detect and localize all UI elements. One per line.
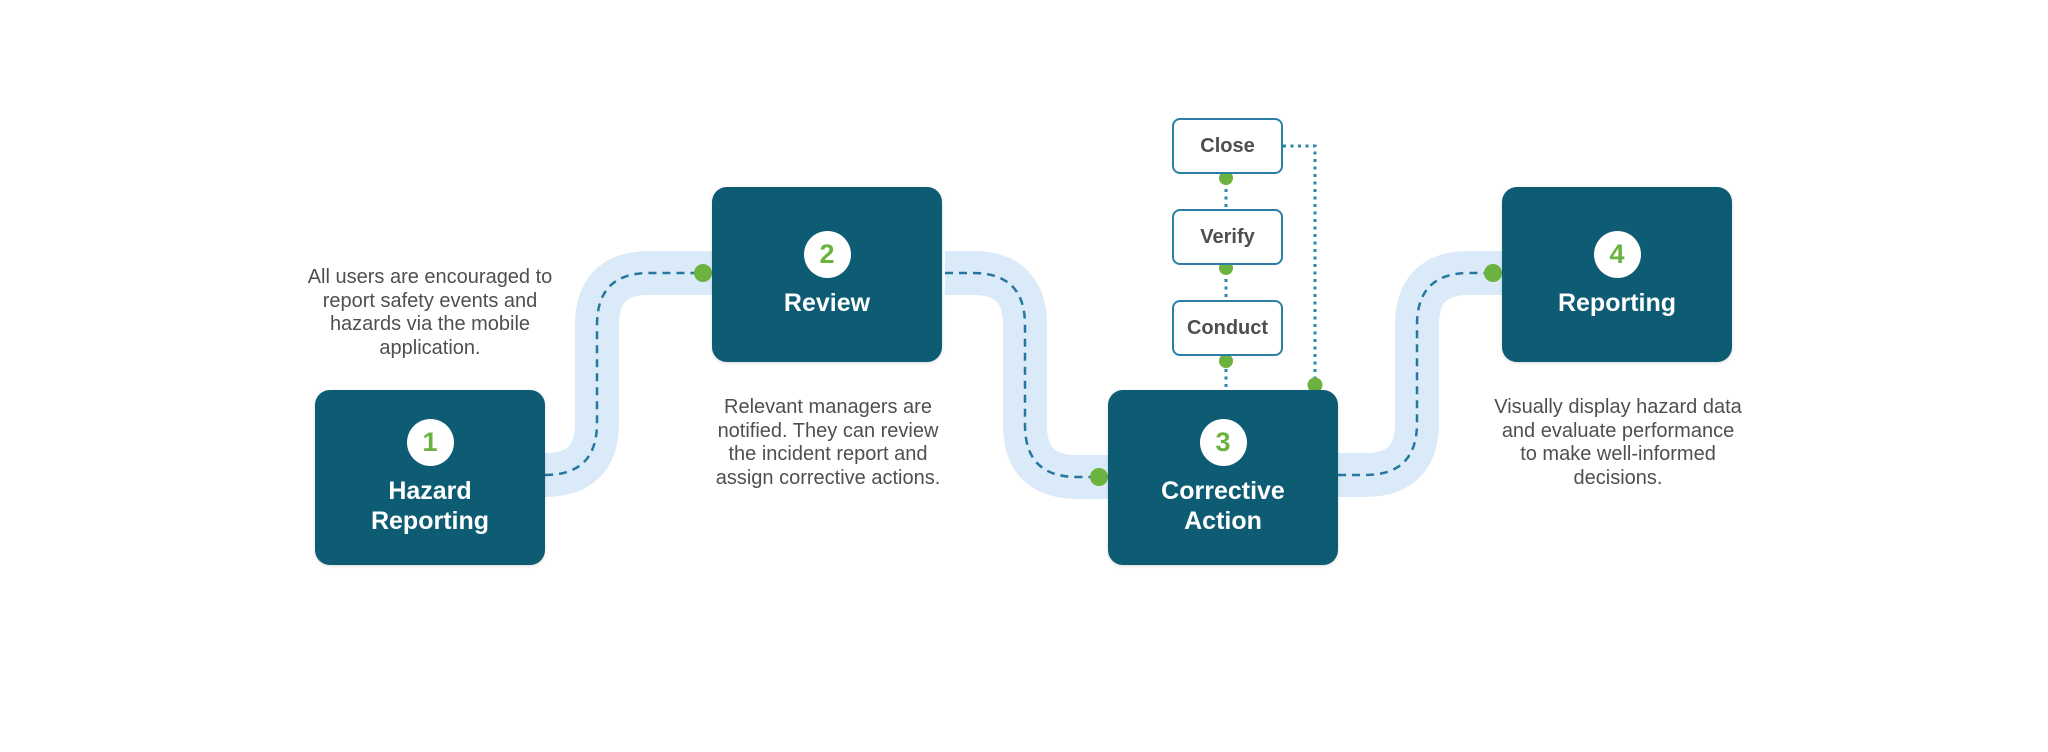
- step-description-hazard-reporting: All users are encouraged to report safet…: [307, 266, 553, 359]
- step-box-hazard-reporting: 1 Hazard Reporting: [315, 390, 545, 565]
- substep-box-verify: Verify: [1172, 209, 1283, 265]
- step-title: Reporting: [1557, 289, 1677, 317]
- step-number: 1: [422, 427, 438, 457]
- connector-end-dot-1: [694, 264, 712, 282]
- step-number-badge: 2: [803, 231, 851, 278]
- connector-band-2: [945, 251, 1108, 499]
- step-box-corrective-action: 3 Corrective Action: [1108, 390, 1338, 565]
- substep-box-close: Close: [1172, 118, 1283, 174]
- step-description-review: Relevant managers are notified. They can…: [715, 396, 941, 489]
- step-title: Hazard Reporting: [370, 477, 490, 535]
- step-title: Review: [783, 289, 871, 317]
- step-description-reporting: Visually display hazard data and evaluat…: [1494, 396, 1742, 489]
- step-number-badge: 4: [1593, 231, 1641, 278]
- substep-chain-dot-1: [1219, 171, 1233, 185]
- substep-chain-dot-3: [1219, 354, 1233, 368]
- connector-dashed-line-3: [1338, 271, 1502, 477]
- substep-return-line: [1283, 144, 1317, 385]
- connector-band-1: [543, 251, 712, 497]
- step-number: 4: [1609, 239, 1625, 269]
- connector-end-dot-3: [1484, 264, 1502, 282]
- substep-return-dot: [1307, 377, 1323, 393]
- substep-box-conduct: Conduct: [1172, 300, 1283, 356]
- step-number-badge: 1: [406, 419, 454, 466]
- step-title: Corrective Action: [1161, 477, 1285, 535]
- substep-label: Close: [1200, 134, 1255, 157]
- step-box-review: 2 Review: [712, 187, 942, 362]
- substep-label: Verify: [1200, 225, 1255, 248]
- connector-dashed-line-1: [544, 271, 712, 477]
- step-number-badge: 3: [1199, 419, 1247, 466]
- substep-label: Conduct: [1186, 316, 1269, 339]
- step-number: 3: [1215, 427, 1231, 457]
- step-box-reporting: 4 Reporting: [1502, 187, 1732, 362]
- connector-end-dot-2: [1090, 468, 1108, 486]
- connector-dashed-line-2: [945, 271, 1108, 479]
- step-number: 2: [819, 239, 835, 269]
